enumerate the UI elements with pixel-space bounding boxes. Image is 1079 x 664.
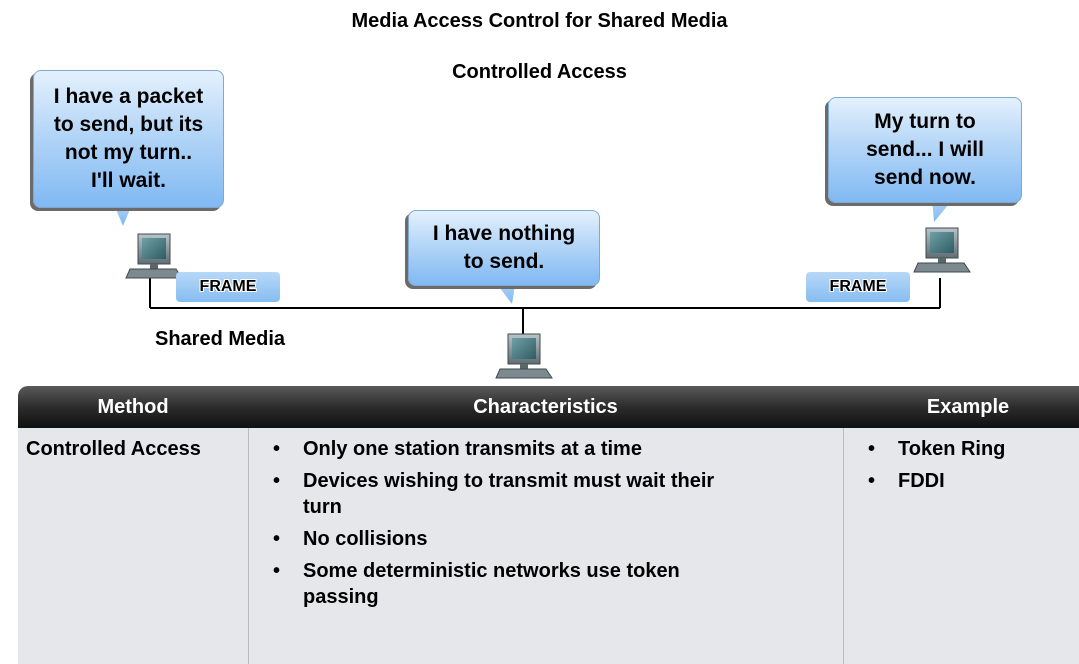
middle-bubble-tail: [494, 280, 516, 304]
list-item: No collisions: [263, 526, 838, 552]
left-computer-icon: [125, 233, 183, 279]
list-item: Only one station transmits at a time: [263, 436, 838, 462]
left-bubble-line: not my turn..: [64, 141, 193, 164]
right-bubble-tail: [932, 198, 954, 222]
left-bubble-line: I have a packet: [53, 85, 204, 108]
list-item-text: turn: [303, 496, 342, 518]
table-row: Controlled Access Only one station trans…: [18, 428, 1079, 664]
middle-computer-icon: [495, 333, 553, 379]
examples-list: Token Ring FDDI: [858, 436, 1078, 500]
column-divider: [248, 428, 249, 664]
list-item-text: Devices wishing to transmit must wait th…: [303, 470, 715, 492]
list-item-text: Some deterministic networks use token: [303, 560, 680, 582]
header-characteristics: Characteristics: [473, 396, 618, 418]
table-header: Method Characteristics Example: [18, 386, 1079, 428]
header-method: Method: [97, 396, 169, 418]
right-bubble-line: send... I will: [866, 138, 984, 161]
shared-media-line: [149, 278, 941, 334]
list-item: FDDI: [858, 468, 1078, 494]
middle-bubble-line: to send.: [463, 250, 545, 273]
list-item-text: Token Ring: [898, 438, 1006, 460]
list-item-text: Only one station transmits at a time: [303, 438, 642, 460]
right-speech-bubble: My turn to send... I will send now.: [828, 97, 1022, 203]
characteristics-list: Only one station transmits at a time Dev…: [263, 436, 838, 616]
header-example: Example: [926, 396, 1010, 418]
list-item-text: No collisions: [303, 528, 428, 550]
list-item: Token Ring: [858, 436, 1078, 462]
access-method-table: Method Characteristics Example Controlle…: [18, 386, 1079, 664]
diagram-subtitle: Controlled Access: [452, 61, 627, 83]
cell-method: Controlled Access: [26, 438, 201, 460]
right-bubble-line: send now.: [874, 166, 976, 189]
diagram-title: Media Access Control for Shared Media: [351, 10, 728, 32]
middle-bubble-line: I have nothing: [432, 222, 576, 245]
list-item: Some deterministic networks use token pas…: [263, 558, 838, 610]
right-frame-label: FRAME: [806, 272, 910, 302]
list-item-text: passing: [303, 586, 379, 608]
left-bubble-line: to send, but its: [53, 113, 204, 136]
middle-speech-bubble: I have nothing to send.: [408, 210, 600, 286]
list-item: Devices wishing to transmit must wait th…: [263, 468, 838, 520]
list-item-text: FDDI: [898, 470, 945, 492]
left-bubble-line: I'll wait.: [90, 169, 166, 192]
left-frame-label: FRAME: [176, 272, 280, 302]
left-speech-bubble: I have a packet to send, but its not my …: [33, 70, 224, 208]
shared-media-label: Shared Media: [155, 328, 286, 350]
right-bubble-line: My turn to: [874, 110, 976, 133]
column-divider: [843, 428, 844, 664]
right-computer-icon: [913, 227, 971, 273]
